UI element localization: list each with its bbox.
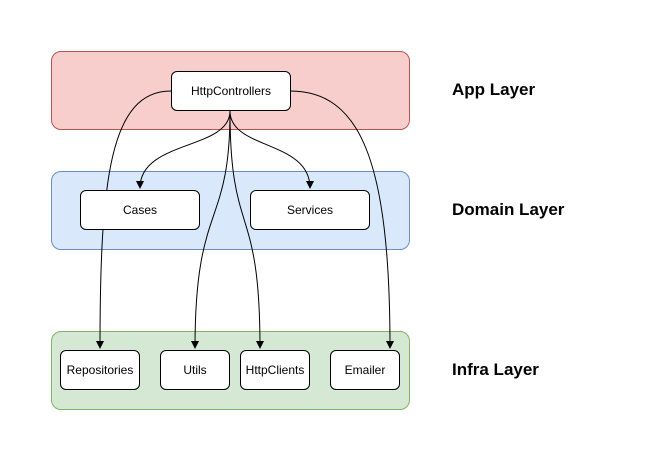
node-http-controllers-label: HttpControllers (190, 84, 272, 98)
edge-httpcontrollers-to-cases (136, 110, 231, 189)
node-http-clients: HttpClients (240, 350, 310, 390)
node-emailer-label: Emailer (344, 363, 386, 377)
node-emailer: Emailer (330, 350, 400, 390)
node-services-label: Services (286, 203, 333, 217)
edge-httpcontrollers-to-utils (191, 110, 231, 349)
node-utils-label: Utils (183, 363, 207, 377)
node-http-controllers: HttpControllers (171, 71, 291, 111)
app-layer-label: App Layer (452, 80, 536, 99)
node-http-clients-label: HttpClients (245, 363, 305, 377)
node-repositories: Repositories (60, 350, 140, 390)
node-repositories-label: Repositories (66, 363, 134, 377)
edge-httpcontrollers-to-emailer (289, 90, 394, 349)
edge-httpcontrollers-to-repositories (96, 90, 172, 349)
node-cases: Cases (80, 190, 200, 230)
node-utils: Utils (160, 350, 230, 390)
edge-httpcontrollers-to-httpclients (229, 110, 264, 349)
domain-layer-label: Domain Layer (452, 200, 565, 219)
edge-httpcontrollers-to-services (229, 110, 314, 189)
node-cases-label: Cases (122, 203, 157, 217)
infra-layer-label: Infra Layer (452, 360, 539, 379)
node-services: Services (250, 190, 370, 230)
